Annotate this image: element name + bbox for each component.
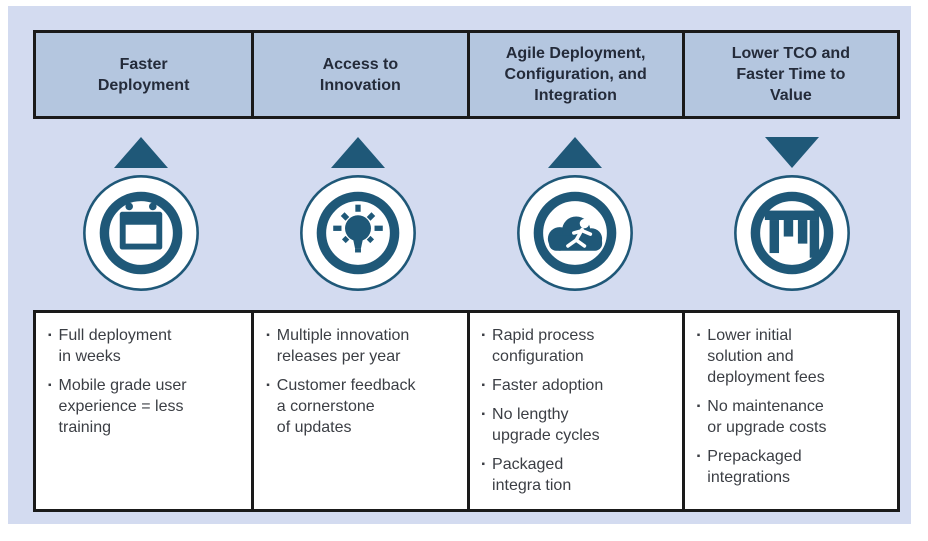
bullet-text: Lower initial solution and deployment fe… (707, 327, 825, 386)
details-row: ▪ Full deployment in weeks ▪ Mobile grad… (33, 310, 900, 512)
header-label: Lower TCO and Faster Time to Value (731, 45, 850, 104)
details-faster-deployment: ▪ Full deployment in weeks ▪ Mobile grad… (36, 313, 252, 509)
bullet-text: No lengthy upgrade cycles (492, 406, 600, 444)
bullet-text: No maintenance or upgrade costs (707, 398, 827, 436)
bullet-item: ▪ No lengthy upgrade cycles (482, 404, 676, 446)
header-label: Faster Deployment (97, 55, 190, 94)
cloud-runner-icon (516, 175, 633, 291)
bullet-marker: ▪ (481, 380, 486, 391)
bullet-marker: ▪ (696, 401, 701, 412)
bullet-marker: ▪ (481, 409, 486, 420)
bullet-marker: ▪ (48, 330, 52, 341)
header-row: Faster Deployment Access to Innovation A… (33, 30, 900, 119)
bullet-text: Packaged integra tion (492, 456, 572, 494)
bullet-item: ▪ Customer feedback a cornerstone of upd… (266, 375, 460, 438)
header-label: Access to Innovation (319, 55, 401, 94)
bullet-text: Multiple innovation releases per year (276, 327, 410, 365)
bullet-item: ▪ No maintenance or upgrade costs (697, 396, 891, 438)
bullet-text: Customer feedback a cornerstone of updat… (276, 377, 416, 436)
up-arrow-icon (331, 136, 386, 168)
bullet-item: ▪ Prepackaged integrations (697, 446, 891, 488)
bullet-marker: ▪ (481, 330, 486, 341)
bullet-item: ▪ Full deployment in weeks (48, 325, 245, 367)
bullet-text: Prepackaged integrations (707, 448, 802, 486)
bullet-marker: ▪ (696, 451, 701, 462)
bullet-item: ▪ Lower initial solution and deployment … (697, 325, 891, 388)
bullet-marker: ▪ (696, 330, 701, 341)
header-agile-deployment: Agile Deployment, Configuration, and Int… (466, 33, 682, 116)
bullet-text: Rapid process configuration (492, 327, 595, 365)
bullet-marker: ▪ (266, 330, 270, 341)
up-arrow-icon (114, 136, 169, 168)
bullet-text: Faster adoption (492, 377, 604, 394)
arrow-row (33, 136, 900, 168)
bullet-item: ▪ Mobile grade user experience = less tr… (48, 375, 245, 438)
header-label: Agile Deployment, Configuration, and Int… (504, 45, 647, 104)
benefits-panel: Faster Deployment Access to Innovation A… (8, 6, 911, 524)
details-agile-deployment: ▪ Rapid process configuration ▪ Faster a… (466, 313, 682, 509)
bullet-marker: ▪ (48, 380, 52, 391)
lightbulb-icon (300, 175, 417, 291)
bullet-marker: ▪ (266, 380, 270, 391)
header-access-to-innovation: Access to Innovation (251, 33, 467, 116)
bullet-marker: ▪ (481, 459, 486, 470)
hanging-bars-icon (733, 175, 850, 291)
details-lower-tco: ▪ Lower initial solution and deployment … (681, 313, 897, 509)
bullet-item: ▪ Faster adoption (482, 375, 676, 396)
calendar-icon (83, 175, 200, 291)
header-lower-tco: Lower TCO and Faster Time to Value (681, 33, 897, 116)
bullet-item: ▪ Multiple innovation releases per year (266, 325, 460, 367)
bullet-text: Full deployment in weeks (58, 327, 172, 365)
up-arrow-icon (547, 136, 602, 168)
bullet-text: Mobile grade user experience = less trai… (58, 377, 187, 436)
bullet-item: ▪ Packaged integra tion (482, 454, 676, 496)
header-faster-deployment: Faster Deployment (36, 33, 252, 116)
bullet-item: ▪ Rapid process configuration (482, 325, 676, 367)
icon-row (33, 174, 900, 292)
details-access-to-innovation: ▪ Multiple innovation releases per year … (251, 313, 467, 509)
down-arrow-icon (764, 136, 819, 168)
